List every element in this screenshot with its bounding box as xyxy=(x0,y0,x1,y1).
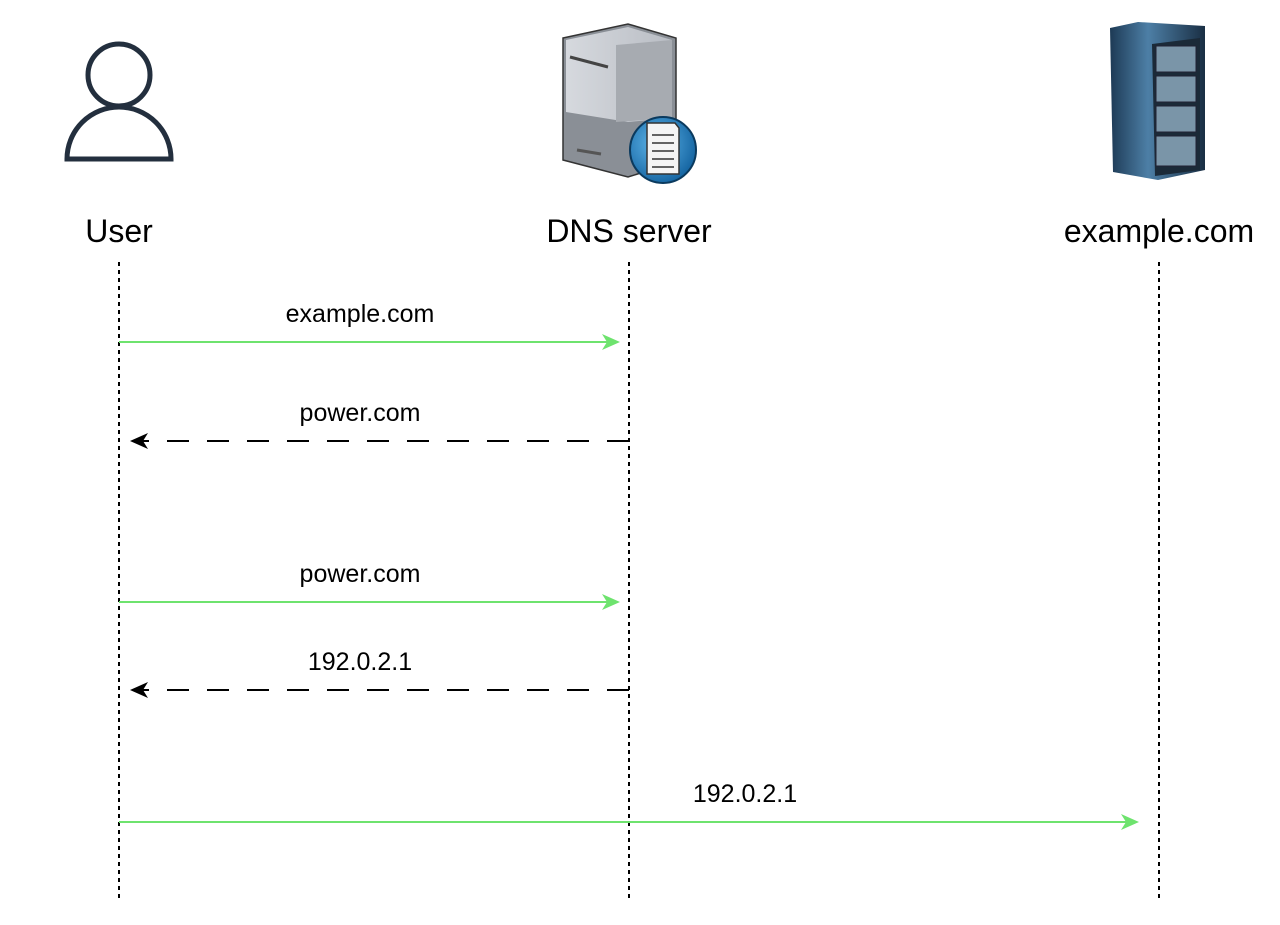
arrowhead-icon xyxy=(602,334,620,350)
message-label: power.com xyxy=(300,399,421,427)
dns-server-icon xyxy=(562,23,697,184)
message-label: 192.0.2.1 xyxy=(693,780,797,808)
participant-label-user: User xyxy=(85,213,153,249)
message-1: example.com xyxy=(119,300,620,350)
server-rack-icon xyxy=(1110,22,1205,180)
user-icon xyxy=(64,41,174,162)
message-2: power.com xyxy=(130,399,629,449)
message-label: example.com xyxy=(286,300,435,328)
participant-label-example-com: example.com xyxy=(1064,213,1254,249)
message-label: 192.0.2.1 xyxy=(308,648,412,676)
participant-label-dns-server: DNS server xyxy=(546,213,712,249)
arrowhead-icon xyxy=(130,682,148,698)
lifelines xyxy=(118,262,1160,902)
message-4: 192.0.2.1 xyxy=(130,648,629,698)
message-label: power.com xyxy=(300,560,421,588)
arrowhead-icon xyxy=(1121,814,1139,830)
message-5: 192.0.2.1 xyxy=(119,780,1139,830)
arrowhead-icon xyxy=(602,594,620,610)
message-3: power.com xyxy=(119,560,620,610)
arrowhead-icon xyxy=(130,433,148,449)
